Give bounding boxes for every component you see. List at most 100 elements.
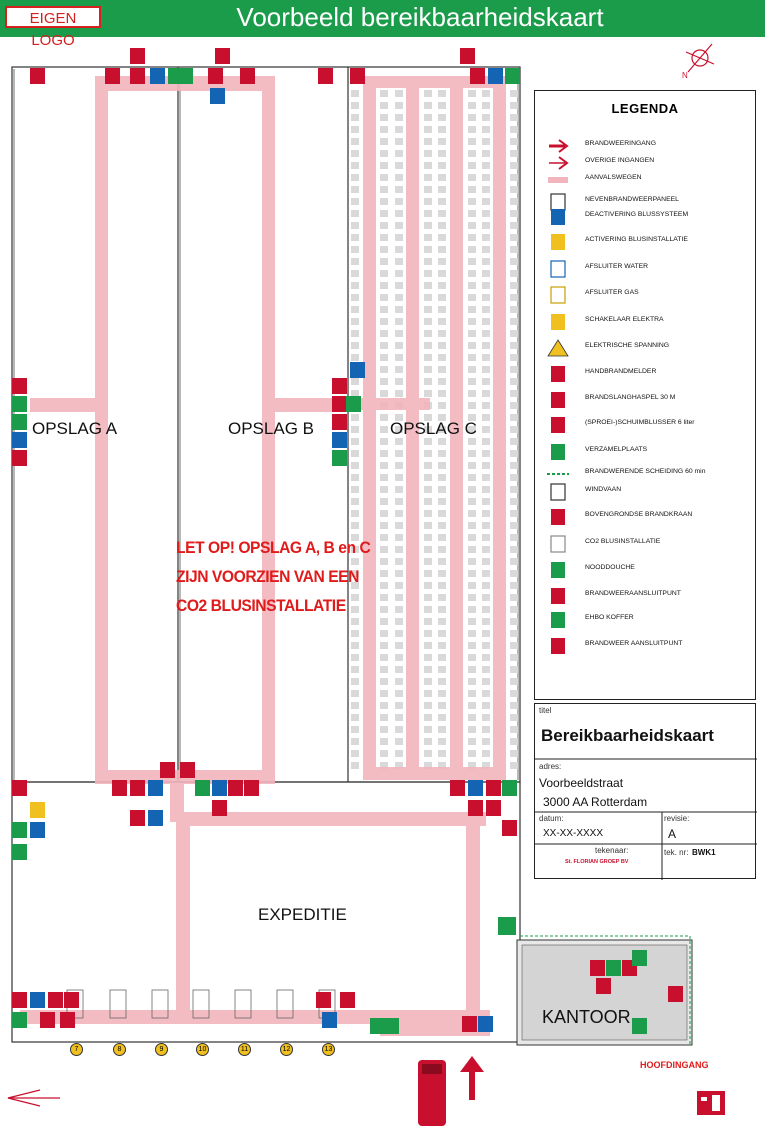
safety-sign-icon bbox=[12, 432, 27, 448]
safety-sign-icon bbox=[668, 986, 683, 1002]
safety-sign-icon bbox=[370, 1018, 385, 1034]
safety-sign-icon bbox=[12, 414, 27, 430]
switch-icon bbox=[547, 313, 569, 331]
legend-item-label: AANVALSWEGEN bbox=[585, 174, 642, 181]
legend-item-label: BRANDWERENDE SCHEIDING 60 min bbox=[585, 468, 706, 475]
legend-item-label: WINDVAAN bbox=[585, 486, 622, 493]
safety-sign-icon bbox=[332, 414, 347, 430]
legend-item: AFSLUITER WATER bbox=[535, 258, 755, 280]
legend-item: AFSLUITER GAS bbox=[535, 284, 755, 306]
legend-item: HANDBRANDMELDER bbox=[535, 363, 755, 385]
area-label-opslag-b: OPSLAG B bbox=[228, 419, 314, 438]
safety-sign-icon bbox=[12, 450, 27, 466]
safety-sign-icon bbox=[596, 978, 611, 994]
dock-number: 9 bbox=[155, 1043, 168, 1056]
co2-icon bbox=[547, 535, 569, 553]
legend-item: AANVALSWEGEN bbox=[535, 169, 755, 191]
area-label-kantoor: KANTOOR bbox=[542, 1007, 631, 1027]
gas-valve-icon bbox=[547, 286, 569, 304]
safety-sign-icon bbox=[150, 68, 165, 84]
safety-sign-icon bbox=[130, 810, 145, 826]
fire-truck-icon bbox=[418, 1060, 446, 1126]
safety-sign-icon bbox=[212, 780, 227, 796]
safety-sign-icon bbox=[350, 362, 365, 378]
safety-sign-icon bbox=[486, 800, 501, 816]
safety-sign-icon bbox=[60, 1012, 75, 1028]
legend-item: BRANDSLANGHASPEL 30 M bbox=[535, 389, 755, 411]
safety-sign-icon bbox=[12, 1012, 27, 1028]
dock-number: 13 bbox=[322, 1043, 335, 1056]
co2-warning-text: LET OP! OPSLAG A, B en C ZIJN VOORZIEN V… bbox=[176, 533, 371, 620]
safety-sign-icon bbox=[48, 992, 63, 1008]
verzamelplaats-icon bbox=[498, 917, 516, 935]
legend-item-label: HANDBRANDMELDER bbox=[585, 368, 657, 375]
safety-sign-icon bbox=[332, 396, 347, 412]
legend-item: NOODDOUCHE bbox=[535, 559, 755, 581]
dashed-line-icon bbox=[547, 465, 569, 483]
dock-door bbox=[151, 989, 169, 1019]
legend-item-label: ELEKTRISCHE SPANNING bbox=[585, 342, 670, 349]
safety-sign-icon bbox=[502, 780, 517, 796]
area-label-opslag-c: OPSLAG C bbox=[390, 419, 477, 438]
legend-item: DEACTIVERING BLUSSYSTEEM bbox=[535, 206, 755, 228]
legend-item: (SPROEI-)SCHUIMBLUSSER 6 liter bbox=[535, 414, 755, 436]
dock-door bbox=[276, 989, 294, 1019]
dock-number: 8 bbox=[113, 1043, 126, 1056]
legend-item-label: NEVENBRANDWEERPANEEL bbox=[585, 196, 679, 203]
safety-sign-icon bbox=[468, 780, 483, 796]
dock-number: 10 bbox=[196, 1043, 209, 1056]
compass-icon: N bbox=[682, 43, 715, 80]
safety-sign-icon bbox=[30, 68, 45, 84]
tb-revisie-label: revisie: bbox=[664, 814, 690, 823]
tb-teknr-label: tek. nr: bbox=[664, 848, 689, 857]
safety-sign-icon bbox=[460, 48, 475, 64]
safety-sign-icon bbox=[505, 68, 520, 84]
tb-adres-label: adres: bbox=[539, 762, 562, 771]
tb-tekenaar-label: tekenaar: bbox=[595, 846, 629, 855]
blue-deactivate-icon bbox=[547, 208, 569, 226]
safety-sign-icon bbox=[12, 992, 27, 1008]
attack-routes bbox=[20, 76, 506, 1036]
legend-item-label: BRANDSLANGHASPEL 30 M bbox=[585, 394, 676, 401]
legend-item: ELEKTRISCHE SPANNING bbox=[535, 337, 755, 359]
legend-item-label: BRANDWEERAANSLUITPUNT bbox=[585, 590, 681, 597]
voltage-icon bbox=[547, 339, 569, 357]
hoofdingang-label: HOOFDINGANG bbox=[640, 1060, 709, 1070]
safety-sign-icon bbox=[130, 780, 145, 796]
hydrant-icon bbox=[547, 508, 569, 526]
safety-sign-icon bbox=[468, 800, 483, 816]
safety-sign-icon bbox=[130, 48, 145, 64]
safety-sign-icon bbox=[340, 992, 355, 1008]
safety-sign-icon bbox=[208, 68, 223, 84]
red-arrow-icon bbox=[547, 137, 569, 155]
safety-sign-icon bbox=[112, 780, 127, 796]
safety-sign-icon bbox=[322, 1012, 337, 1028]
legend-item-label: BRANDWEERINGANG bbox=[585, 140, 656, 147]
yellow-activate-icon bbox=[547, 233, 569, 251]
legend-item: CO2 BLUSINSTALLATIE bbox=[535, 533, 755, 555]
safety-sign-icon bbox=[240, 68, 255, 84]
safety-sign-icon bbox=[215, 48, 230, 64]
safety-sign-icon bbox=[12, 822, 27, 838]
assembly-icon bbox=[547, 443, 569, 461]
dock-door bbox=[234, 989, 252, 1019]
legend-item-label: OVERIGE INGANGEN bbox=[585, 157, 655, 164]
safety-sign-icon bbox=[244, 780, 259, 796]
legend-item-label: SCHAKELAAR ELEKTRA bbox=[585, 316, 664, 323]
safety-sign-icon bbox=[316, 992, 331, 1008]
legend-item: BRANDWEERINGANG bbox=[535, 135, 755, 157]
legend-item: BOVENGRONDSE BRANDKRAAN bbox=[535, 506, 755, 528]
safety-sign-icon bbox=[12, 396, 27, 412]
legend-item-label: EHBO KOFFER bbox=[585, 614, 634, 621]
safety-sign-icon bbox=[486, 780, 501, 796]
legend-item: BRANDWERENDE SCHEIDING 60 min bbox=[535, 463, 755, 485]
safety-sign-icon bbox=[12, 844, 27, 860]
tb-revisie: A bbox=[668, 827, 677, 841]
safety-sign-icon bbox=[64, 992, 79, 1008]
safety-sign-icon bbox=[30, 802, 45, 818]
dock-number: 11 bbox=[238, 1043, 251, 1056]
safety-sign-icon bbox=[478, 1016, 493, 1032]
safety-sign-icon bbox=[148, 810, 163, 826]
warning-line-2: ZIJN VOORZIEN VAN EEN bbox=[176, 567, 359, 586]
